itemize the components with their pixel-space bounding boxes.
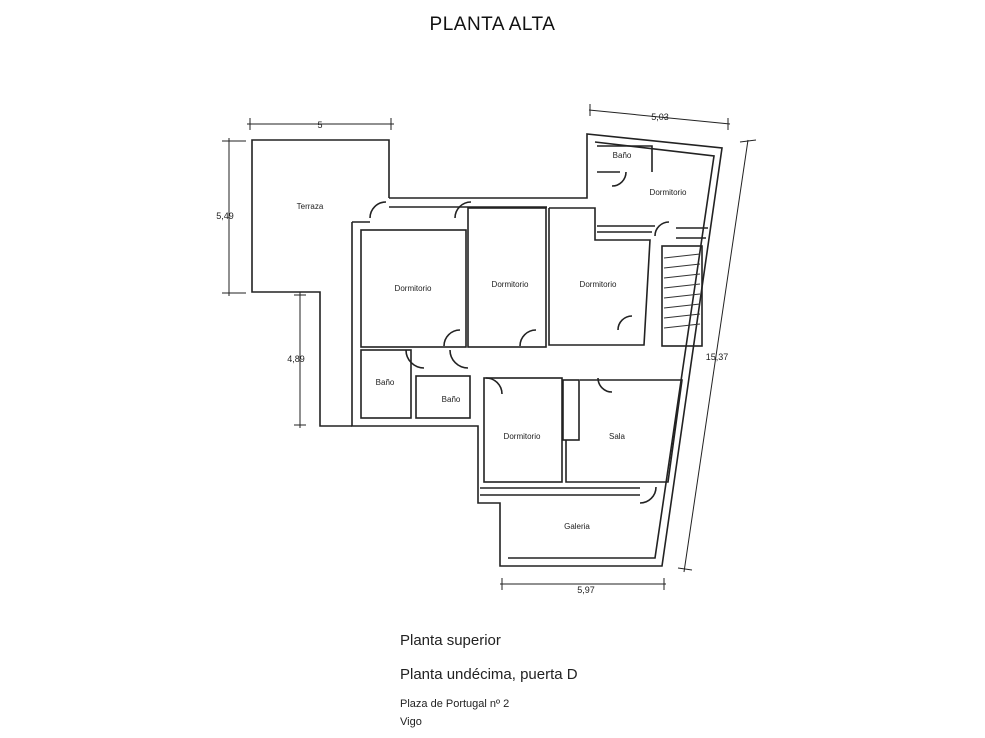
closet — [562, 379, 580, 441]
dimension-label-right: 15,37 — [706, 352, 729, 362]
bedroom-1-walls — [360, 229, 467, 348]
terrace-outline — [251, 139, 390, 427]
room-label-bedroom-3: Dormitorio — [580, 280, 617, 289]
living-room-walls — [565, 379, 683, 483]
bedroom-2-walls — [467, 207, 547, 348]
door-swing — [639, 486, 657, 504]
room-label-living-room: Sala — [609, 432, 626, 441]
outer-wall — [351, 133, 723, 567]
door-swing — [597, 377, 613, 393]
caption-floor: Planta superior — [400, 632, 501, 649]
caption-apartment: Planta undécima, puerta D — [400, 666, 578, 683]
door-swing — [485, 377, 503, 395]
room-label-bath-1: Baño — [613, 151, 632, 160]
top-bath-walls — [597, 145, 653, 172]
room-label-terrace: Terraza — [297, 202, 324, 211]
room-label-bedroom-5: Dormitorio — [504, 432, 541, 441]
dimension-label-top-right: 5,03 — [651, 112, 669, 122]
bath-middle-walls — [415, 375, 471, 419]
door-swing — [454, 201, 472, 219]
room-label-gallery: Galeria — [564, 522, 590, 531]
caption-city: Vigo — [400, 716, 422, 728]
door-swing — [369, 201, 387, 219]
dimension-label-left-lower: 4,89 — [287, 354, 305, 364]
dimension-line-right — [683, 139, 749, 573]
bath-left-walls — [360, 349, 412, 419]
bedroom-5-walls — [483, 377, 563, 483]
room-label-bedroom-4: Dormitorio — [650, 188, 687, 197]
door-swing — [617, 315, 633, 331]
door-swing — [443, 329, 461, 347]
room-label-bath-2: Baño — [376, 378, 395, 387]
caption-address: Plaza de Portugal nº 2 — [400, 698, 510, 710]
door-swing — [654, 221, 670, 237]
dimension-label-left-upper: 5,49 — [216, 211, 234, 221]
staircase-box — [661, 245, 703, 347]
door-swing — [611, 171, 627, 187]
dimension-label-bottom: 5,97 — [577, 585, 595, 595]
dimension-label-top-left: 5 — [317, 120, 322, 130]
door-swing — [449, 349, 469, 369]
door-swing — [405, 349, 425, 369]
room-label-bedroom-2: Dormitorio — [492, 280, 529, 289]
room-label-bedroom-1: Dormitorio — [395, 284, 432, 293]
dimension-line-top-right — [588, 109, 731, 125]
room-label-bath-3: Baño — [442, 395, 461, 404]
door-swing — [519, 329, 537, 347]
plan-title: PLANTA ALTA — [429, 14, 556, 35]
stair-treads — [663, 253, 701, 329]
bedroom-3-walls — [548, 207, 651, 346]
inner-wall — [508, 141, 715, 559]
